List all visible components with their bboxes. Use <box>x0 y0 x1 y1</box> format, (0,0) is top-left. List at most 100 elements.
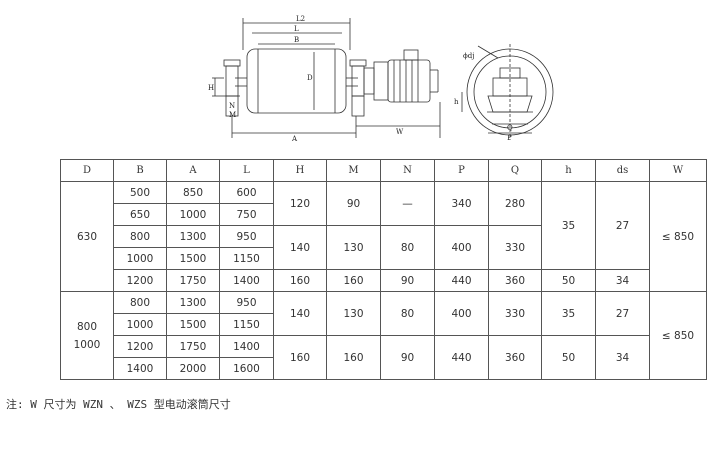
dim-label-p: P <box>507 134 512 142</box>
table-cell: 1400 <box>113 357 167 380</box>
table-cell: 160 <box>273 335 327 380</box>
table-cell: 35 <box>541 181 596 270</box>
table-row: 1200 1750 1400 160 160 90 440 360 50 34 <box>61 269 707 292</box>
header-cell: L <box>219 159 274 182</box>
dim-label-dj: ϕdj <box>463 52 474 60</box>
dim-label-n: N <box>229 102 235 110</box>
table-cell: 1200 <box>113 335 167 358</box>
table-row: 1200 1750 1400 160 160 90 440 360 50 34 <box>61 335 707 380</box>
table-cell: 1150 <box>219 313 274 336</box>
table-cell: 130 <box>326 291 381 336</box>
table-cell: 50 <box>541 335 596 380</box>
table-cell: 850 <box>166 181 220 204</box>
table-cell: 500 <box>113 181 167 204</box>
dim-label-h: H <box>208 84 214 92</box>
header-cell: Q <box>488 159 542 182</box>
table-cell: 1500 <box>166 313 220 336</box>
spec-table: D B A L H M N P Q h ds W 630 500 850 600… <box>60 159 707 380</box>
header-cell: W <box>649 159 707 182</box>
d-value-1000: 1000 <box>73 338 101 351</box>
table-cell: 160 <box>326 335 381 380</box>
table-cell: 90 <box>380 335 435 380</box>
dim-label-a: A <box>291 135 298 143</box>
table-row: 800 1300 950 140 130 80 400 330 <box>61 225 707 270</box>
table-cell: 35 <box>541 291 596 336</box>
header-cell: D <box>60 159 114 182</box>
table-row: 800 1000 800 1300 950 140 130 80 400 330… <box>60 291 707 380</box>
table-cell: 1750 <box>166 269 220 292</box>
table-cell: 1500 <box>166 247 220 270</box>
table-cell: 160 <box>326 269 381 292</box>
table-row: 630 500 850 600 120 90 — 340 280 35 27 ≤… <box>60 181 707 292</box>
table-cell: 1000 <box>113 247 167 270</box>
table-cell: 280 <box>488 181 542 226</box>
table-cell: 950 <box>219 225 274 248</box>
header-cell: N <box>380 159 435 182</box>
dim-label-m: M <box>229 111 236 119</box>
table-row: 1000 1500 1150 <box>61 247 707 270</box>
dim-label-l2: L2 <box>296 15 305 23</box>
table-cell: 360 <box>488 269 542 292</box>
table-cell: 1000 <box>113 313 167 336</box>
header-cell: A <box>166 159 220 182</box>
table-cell: ≤ 850 <box>649 291 707 380</box>
footnote: 注: W 尺寸为 WZN 、 WZS 型电动滚筒尺寸 <box>6 398 231 411</box>
table-row: 650 1000 750 <box>61 203 707 226</box>
table-cell: 90 <box>380 269 435 292</box>
table-cell: 1150 <box>219 247 274 270</box>
table-cell: ≤ 850 <box>649 181 707 292</box>
header-cell: ds <box>595 159 650 182</box>
table-cell: 800 1000 <box>60 291 114 380</box>
table-cell: 140 <box>273 291 327 336</box>
table-cell: 440 <box>434 335 489 380</box>
table-cell: 600 <box>219 181 274 204</box>
table-cell: 34 <box>595 269 650 292</box>
table-cell: — <box>380 181 435 226</box>
table-cell: 340 <box>434 181 489 226</box>
header-cell: B <box>113 159 167 182</box>
table-cell: 130 <box>326 225 381 270</box>
table-cell: 1600 <box>219 357 274 380</box>
table-cell: 140 <box>273 225 327 270</box>
table-cell: 1000 <box>166 203 220 226</box>
table-cell: 90 <box>326 181 381 226</box>
d-value-800: 800 <box>76 320 98 333</box>
table-row: 1400 2000 1600 <box>61 357 707 380</box>
table-cell: 440 <box>434 269 489 292</box>
table-row: 1000 1500 1150 <box>61 313 707 336</box>
table-cell: 1400 <box>219 269 274 292</box>
dim-label-h-lower: h <box>454 98 459 106</box>
dim-label-l: L <box>294 25 299 33</box>
table-cell: 27 <box>595 181 650 270</box>
table-cell: 330 <box>488 225 542 270</box>
table-cell: 750 <box>219 203 274 226</box>
table-cell: 27 <box>595 291 650 336</box>
table-cell: 80 <box>380 291 435 336</box>
table-cell: 1300 <box>166 225 220 248</box>
header-cell: H <box>273 159 327 182</box>
header-row: D B A L H M N P Q h ds W <box>60 159 707 182</box>
table-cell: 120 <box>273 181 327 226</box>
table-cell: 160 <box>273 269 327 292</box>
table-cell: 1300 <box>166 291 220 314</box>
table-cell: 800 <box>113 291 167 314</box>
table-cell: 2000 <box>166 357 220 380</box>
header-cell: h <box>541 159 596 182</box>
header-cell: P <box>434 159 489 182</box>
table-cell: 950 <box>219 291 274 314</box>
table-cell: 400 <box>434 225 489 270</box>
dim-label-w: W <box>396 128 404 136</box>
table-cell: 330 <box>488 291 542 336</box>
table-cell: 360 <box>488 335 542 380</box>
table-cell: 400 <box>434 291 489 336</box>
header-cell: M <box>326 159 381 182</box>
table-cell: 50 <box>541 269 596 292</box>
dim-label-d: D <box>307 74 313 82</box>
table-cell: 1750 <box>166 335 220 358</box>
dim-label-b: B <box>294 36 299 44</box>
table-cell: 1200 <box>113 269 167 292</box>
table-cell: 800 <box>113 225 167 248</box>
technical-drawing: L2 L B D H N M A W ϕdj h Q P <box>208 15 554 143</box>
table-cell: 80 <box>380 225 435 270</box>
table-cell: 630 <box>60 181 114 292</box>
